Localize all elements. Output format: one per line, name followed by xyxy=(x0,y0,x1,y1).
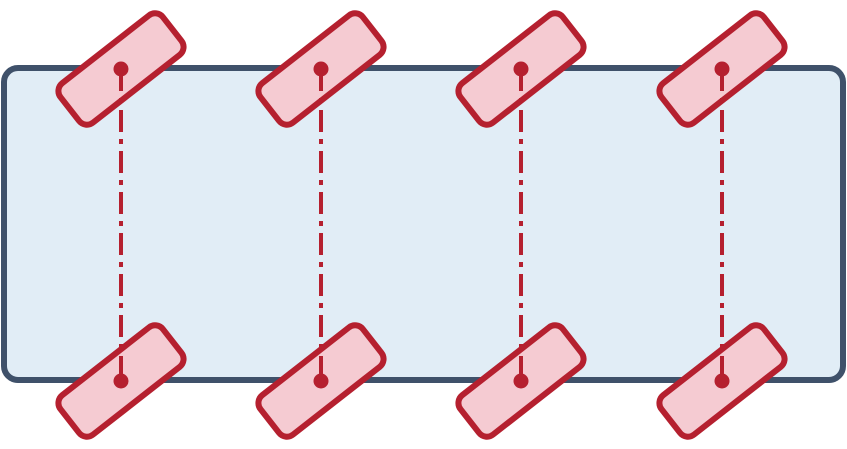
pivot-dot-axle-3-top xyxy=(513,61,529,77)
pivot-dot-axle-3-bottom xyxy=(513,373,529,389)
pivot-dot-axle-2-top xyxy=(313,61,329,77)
vehicle-body xyxy=(1,65,846,383)
pivot-dot-axle-1-bottom xyxy=(113,373,129,389)
pivot-dot-axle-4-bottom xyxy=(714,373,730,389)
pivot-dot-axle-2-bottom xyxy=(313,373,329,389)
pivot-dot-axle-4-top xyxy=(714,61,730,77)
pivot-dot-axle-1-top xyxy=(113,61,129,77)
axles-group xyxy=(55,10,788,440)
